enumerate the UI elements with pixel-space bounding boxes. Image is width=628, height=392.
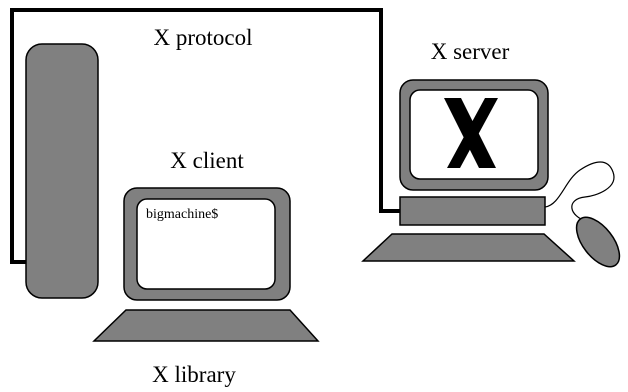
server-label: X server [431, 39, 510, 64]
terminal-prompt: bigmachine$ [146, 207, 218, 222]
library-label: X library [152, 362, 236, 387]
client-label: X client [170, 148, 244, 173]
client-screen [136, 198, 276, 290]
tower-case-icon [25, 43, 99, 299]
server-base-icon [399, 196, 546, 226]
protocol-connection-line [10, 8, 400, 264]
mouse-icon [575, 216, 621, 268]
client-keyboard-icon [92, 309, 320, 342]
client-monitor-icon [123, 187, 291, 301]
protocol-label: X protocol [153, 25, 252, 50]
mouse-cable-icon [544, 161, 615, 223]
server-keyboard-icon [361, 233, 576, 262]
x-logo-icon [444, 98, 498, 168]
